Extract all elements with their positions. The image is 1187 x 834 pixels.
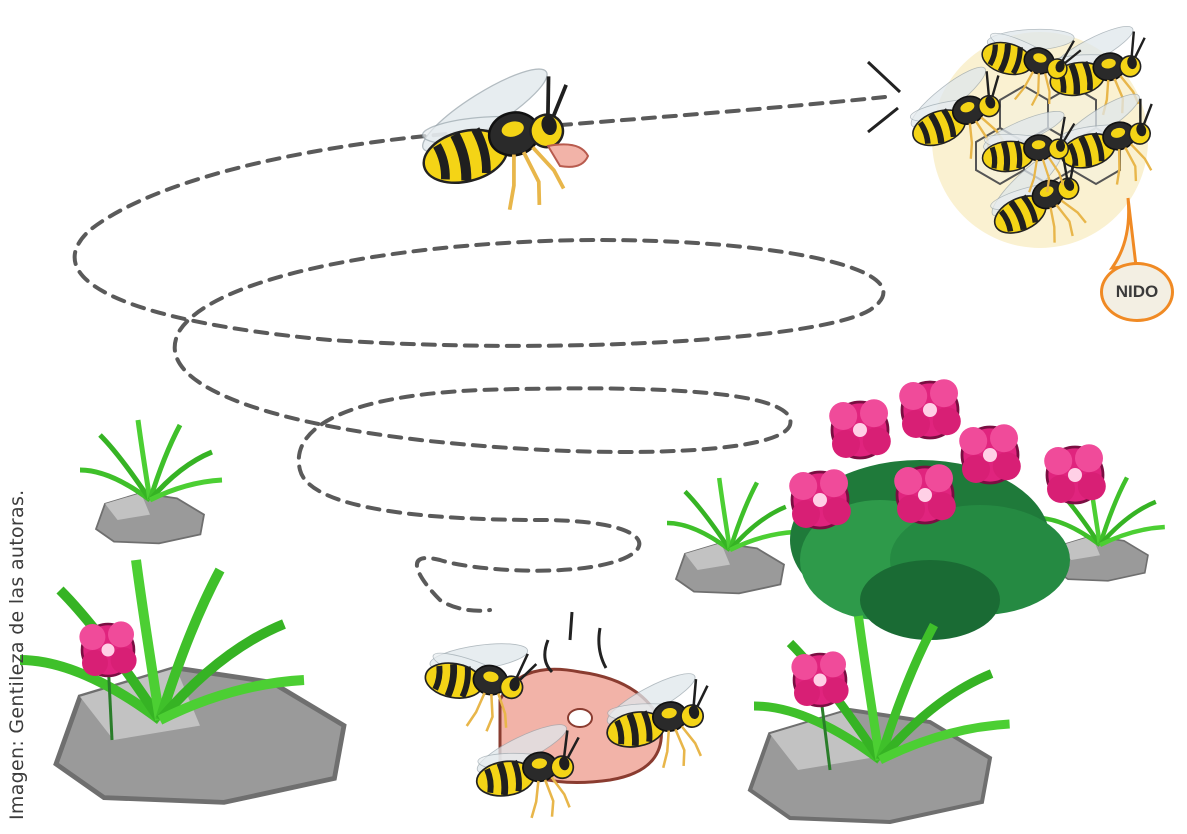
grass-icon: [667, 478, 795, 550]
grass-icon: [80, 420, 222, 500]
wasp-icon: [403, 52, 592, 230]
smell-lines: [545, 612, 606, 672]
nest-label: NIDO: [1100, 262, 1174, 322]
rock-icon: [676, 543, 784, 593]
rock-icon: [56, 668, 344, 802]
flower-icon: [791, 651, 848, 706]
flower-icon: [789, 469, 851, 528]
flower-icon: [899, 379, 961, 438]
carried-meat-icon: [548, 144, 588, 167]
image-credit: Imagen: Gentileza de las autoras.: [6, 490, 28, 821]
flower-icon: [959, 424, 1021, 483]
rock-icon: [96, 493, 204, 543]
flower-icon: [1044, 444, 1106, 503]
flower-icon: [79, 621, 136, 676]
flower-icon: [829, 399, 891, 458]
rock-icon: [750, 710, 990, 822]
flower-icon: [894, 464, 956, 523]
